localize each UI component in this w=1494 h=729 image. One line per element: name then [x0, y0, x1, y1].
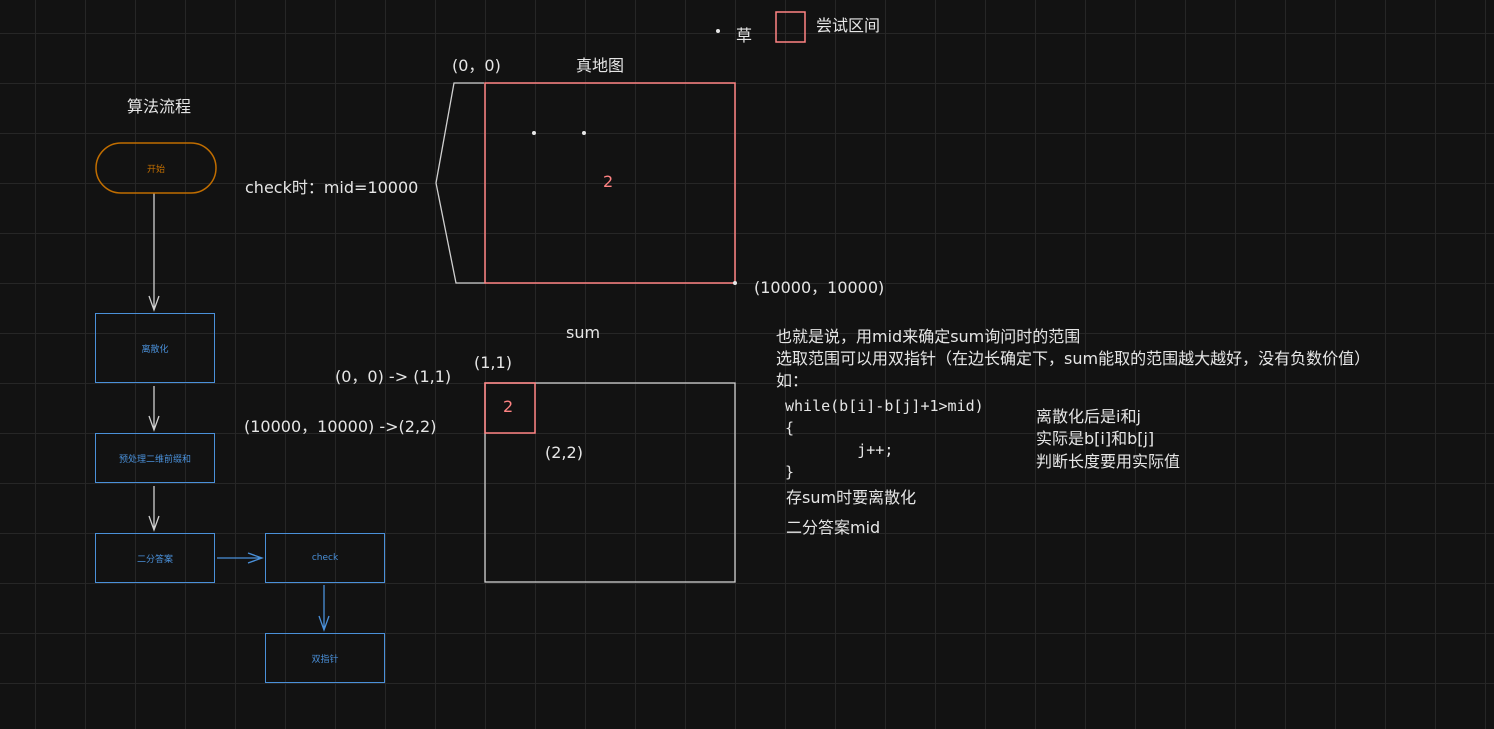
arrow-prefix-to-binary	[148, 486, 160, 532]
note-line1: 也就是说，用mid来确定sum询问时的范围	[776, 327, 1081, 346]
code-line1: while(b[i]-b[j]+1>mid)	[785, 397, 984, 415]
arrow-discretize-to-prefix	[148, 386, 160, 432]
flow-prefix-sum[interactable]: 预处理二维前缀和	[95, 433, 215, 483]
legend-grass-dot	[716, 29, 720, 33]
flow-title: 算法流程	[127, 97, 192, 116]
flow-start[interactable]: 开始	[146, 164, 165, 175]
code-line2: {	[785, 419, 795, 437]
code-line4: }	[785, 463, 795, 481]
flow-check[interactable]: check	[265, 533, 385, 583]
bracket-shape	[435, 82, 486, 284]
sum-mapping-corner: (10000，10000) ->(2,2)	[244, 417, 437, 436]
note-line2: 选取范围可以用双指针（在边长确定下，sum能取的范围越大越好，没有负数价值）	[776, 349, 1371, 368]
map-corner-label: (10000，10000)	[754, 278, 885, 297]
code-line3: j++;	[785, 441, 894, 459]
sum-p22-label: (2,2)	[545, 443, 583, 462]
map-origin-label: (0，0)	[452, 56, 501, 75]
arrow-check-to-twoptr	[318, 585, 330, 632]
sum-p11-label: (1,1)	[474, 353, 512, 372]
sum-value: 2	[503, 397, 514, 416]
map-value: 2	[603, 172, 614, 191]
real-map-rect	[484, 82, 736, 284]
legend-range-swatch	[775, 11, 806, 43]
sum-cell-rect	[484, 382, 536, 434]
grass-dot	[532, 131, 536, 135]
arrow-start-to-discretize	[148, 193, 160, 312]
sum-mapping-origin: (0，0) -> (1,1)	[335, 367, 452, 386]
corner-dot	[733, 281, 737, 285]
flow-two-pointers[interactable]: 双指针	[265, 633, 385, 683]
check-label: check时：mid=10000	[245, 178, 419, 197]
note-line3: 如：	[776, 371, 809, 390]
side-note2: 实际是b[i]和b[j]	[1036, 429, 1155, 448]
legend-range-label: 尝试区间	[816, 16, 881, 35]
map-title: 真地图	[576, 56, 625, 75]
arrow-binary-to-check	[217, 552, 264, 564]
note-line4: 存sum时要离散化	[786, 488, 917, 507]
note-line5: 二分答案mid	[786, 518, 881, 537]
legend-grass-label: 草	[736, 26, 753, 45]
sum-rect	[484, 382, 736, 583]
flow-binary-search[interactable]: 二分答案	[95, 533, 215, 583]
side-note1: 离散化后是i和j	[1036, 407, 1141, 426]
flow-discretize[interactable]: 离散化	[95, 313, 215, 383]
sum-title: sum	[566, 323, 601, 342]
start-shape	[95, 142, 217, 194]
grass-dot	[582, 131, 586, 135]
side-note3: 判断长度要用实际值	[1036, 452, 1181, 471]
